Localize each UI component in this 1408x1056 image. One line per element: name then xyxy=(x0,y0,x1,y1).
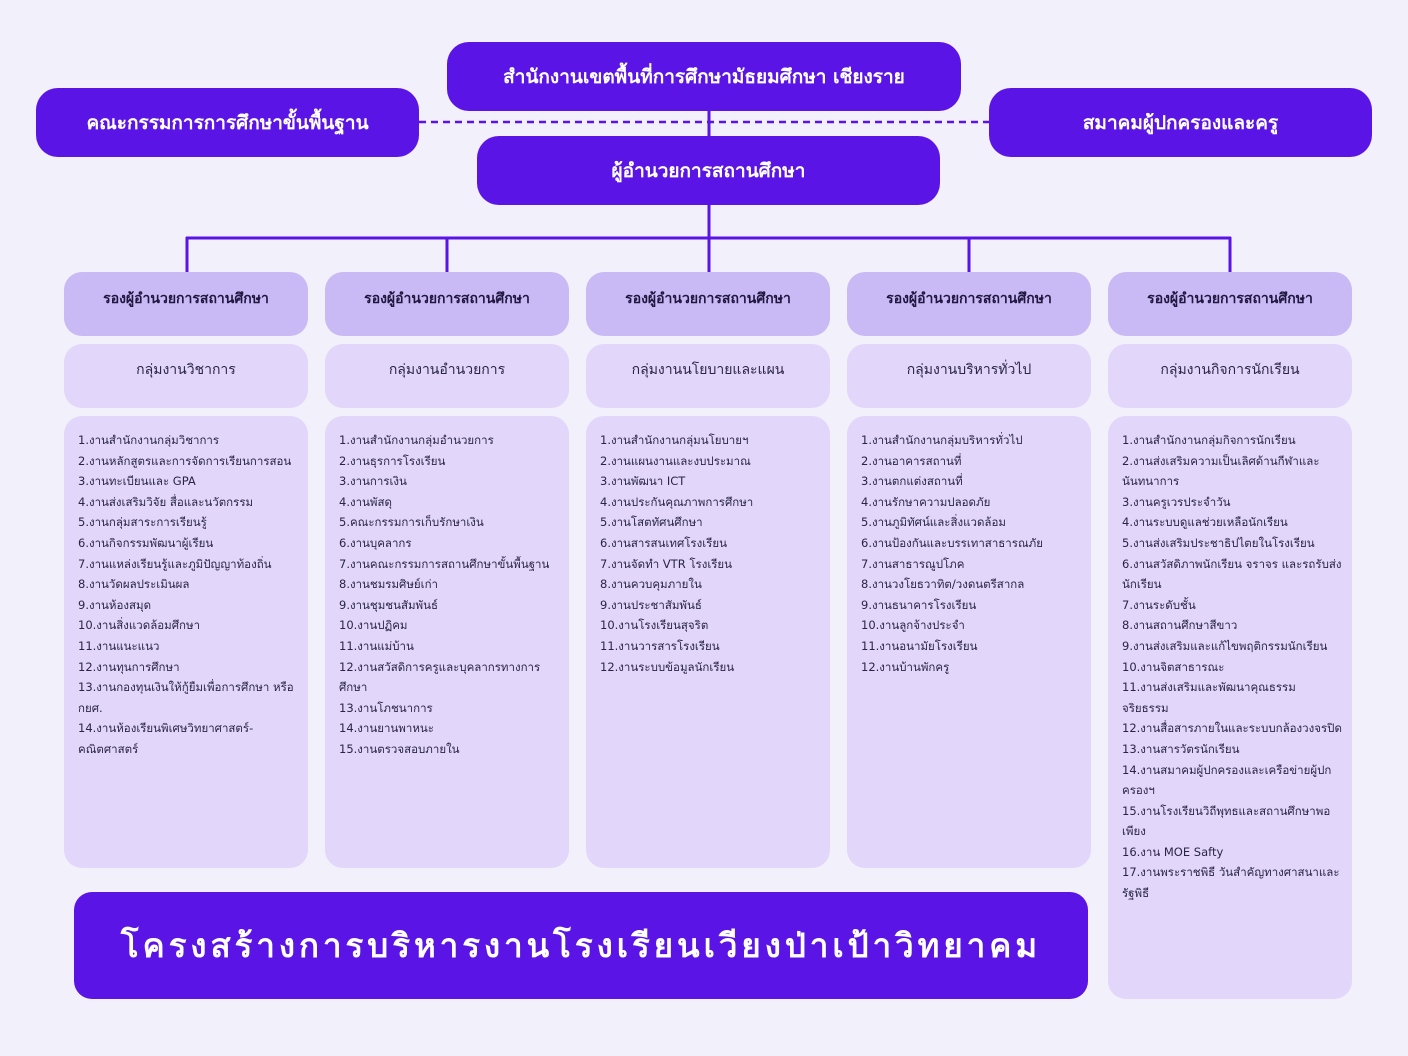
list-item: 2.งานธุรการโรงเรียน xyxy=(339,453,446,468)
list-item: 6.งานสารสนเทศโรงเรียน xyxy=(600,535,727,550)
group-box-general: กลุ่มงานบริหารทั่วไป xyxy=(847,344,1091,408)
group-box-academic: กลุ่มงานวิชาการ xyxy=(64,344,308,408)
list-item: 9.งานส่งเสริมและแก้ไขพฤติกรรมนักเรียน xyxy=(1122,638,1328,653)
list-item: 1.งานสำนักงานกลุ่มนโยบายฯ xyxy=(600,433,749,447)
list-item: 8.งานวงโยธวาทิต/วงดนตรีสากล xyxy=(861,577,1025,592)
parent-teacher-association-box: สมาคมผู้ปกครองและครู xyxy=(989,88,1372,157)
diagram-title-banner: โครงสร้างการบริหารงานโรงเรียนเวียงป่าเป้… xyxy=(74,892,1088,999)
list-item: 7.งานระดับชั้น xyxy=(1122,597,1196,612)
list-item: 8.งานวัดผลประเมินผล xyxy=(78,577,190,592)
list-item: 5.งานโสตทัศนศึกษา xyxy=(600,515,703,530)
list-item: 4.งานระบบดูแลช่วยเหลือนักเรียน xyxy=(1122,515,1288,530)
list-item: 3.งานครูเวรประจำวัน xyxy=(1122,494,1231,509)
list-item: 3.งานทะเบียนและ GPA xyxy=(78,474,196,489)
list-item: 1.งานสำนักงานกลุ่มอำนวยการ xyxy=(339,433,494,447)
list-item: 9.งานชุมชนสัมพันธ์ xyxy=(339,597,439,612)
deputy-director-box-general: รองผู้อำนวยการสถานศึกษา xyxy=(847,272,1091,336)
list-item: 13.งานโภชนาการ xyxy=(339,700,433,715)
education-area-office-box: สำนักงานเขตพื้นที่การศึกษามัธยมศึกษา เชี… xyxy=(447,42,961,111)
task-list-student-affairs: 1.งานสำนักงานกลุ่มกิจการนักเรียน 2.งานส่… xyxy=(1108,416,1352,999)
list-item: 4.งานส่งเสริมวิจัย สื่อและนวัตกรรม xyxy=(78,494,254,509)
list-item: 8.งานควบคุมภายใน xyxy=(600,577,702,592)
list-item: 11.งานวารสารโรงเรียน xyxy=(600,638,720,653)
list-item: 2.งานส่งเสริมความเป็นเลิศด้านกีฬาและนันท… xyxy=(1122,453,1320,489)
deputy-director-box-administration: รองผู้อำนวยการสถานศึกษา xyxy=(325,272,569,336)
list-item: 8.งานชมรมศิษย์เก่า xyxy=(339,577,439,592)
list-item: 13.งานกองทุนเงินให้กู้ยืมเพื่อการศึกษา ห… xyxy=(78,680,294,715)
task-list-general: 1.งานสำนักงานกลุ่มบริหารทั่วไป 2.งานอาคา… xyxy=(847,416,1091,868)
list-item: 9.งานธนาคารโรงเรียน xyxy=(861,597,977,612)
list-item: 10.งานสิ่งแวดล้อมศึกษา xyxy=(78,618,201,633)
task-list-policy: 1.งานสำนักงานกลุ่มนโยบายฯ 2.งานแผนงานและ… xyxy=(586,416,830,868)
deputy-director-box-policy: รองผู้อำนวยการสถานศึกษา xyxy=(586,272,830,336)
list-item: 12.งานทุนการศึกษา xyxy=(78,659,180,674)
list-item: 6.งานสวัสดิภาพนักเรียน จราจร และรถรับส่ง… xyxy=(1122,556,1342,592)
group-box-student-affairs: กลุ่มงานกิจการนักเรียน xyxy=(1108,344,1352,408)
list-item: 9.งานห้องสมุด xyxy=(78,597,152,612)
group-box-administration: กลุ่มงานอำนวยการ xyxy=(325,344,569,408)
list-item: 6.งานบุคลากร xyxy=(339,535,412,550)
list-item: 2.งานหลักสูตรและการจัดการเรียนการสอน xyxy=(78,453,292,468)
deputy-director-box-academic: รองผู้อำนวยการสถานศึกษา xyxy=(64,272,308,336)
list-item: 9.งานประชาสัมพันธ์ xyxy=(600,597,702,612)
list-item: 11.งานแนะแนว xyxy=(78,638,160,653)
list-item: 17.งานพระราชพิธี วันสำคัญทางศาสนาและรัฐพ… xyxy=(1122,865,1340,901)
deputy-director-box-student-affairs: รองผู้อำนวยการสถานศึกษา xyxy=(1108,272,1352,336)
list-item: 2.งานอาคารสถานที่ xyxy=(861,453,962,468)
list-item: 3.งานตกแต่งสถานที่ xyxy=(861,474,963,489)
list-item: 5.งานส่งเสริมประชาธิปไตยในโรงเรียน xyxy=(1122,535,1315,550)
list-item: 4.งานประกันคุณภาพการศึกษา xyxy=(600,494,754,509)
list-item: 1.งานสำนักงานกลุ่มกิจการนักเรียน xyxy=(1122,433,1296,447)
list-item: 7.งานคณะกรรมการสถานศึกษาขั้นพื้นฐาน xyxy=(339,556,550,571)
list-item: 14.งานห้องเรียนพิเศษวิทยาศาสตร์-คณิตศาสต… xyxy=(78,721,254,756)
list-item: 12.งานสวัสดิการครูและบุคลากรทางการศึกษา xyxy=(339,659,541,695)
list-item: 8.งานสถานศึกษาสีขาว xyxy=(1122,618,1238,633)
list-item: 11.งานอนามัยโรงเรียน xyxy=(861,638,978,653)
list-item: 7.งานจัดทำ VTR โรงเรียน xyxy=(600,556,733,571)
task-list-academic: 1.งานสำนักงานกลุ่มวิชาการ 2.งานหลักสูตรแ… xyxy=(64,416,308,868)
list-item: 16.งาน MOE Safty xyxy=(1122,844,1224,859)
list-item: 15.งานโรงเรียนวิถีพุทธและสถานศึกษาพอเพีย… xyxy=(1122,803,1331,839)
list-item: 10.งานจิตสาธารณะ xyxy=(1122,659,1225,674)
list-item: 7.งานแหล่งเรียนรู้และภูมิปัญญาท้องถิ่น xyxy=(78,556,272,571)
list-item: 7.งานสาธารณูปโภค xyxy=(861,556,965,571)
list-item: 5.งานภูมิทัศน์และสิ่งแวดล้อม xyxy=(861,515,1006,530)
list-item: 13.งานสารวัตรนักเรียน xyxy=(1122,741,1240,756)
list-item: 14.งานยานพาหนะ xyxy=(339,721,434,736)
list-item: 11.งานส่งเสริมและพัฒนาคุณธรรมจริยธรรม xyxy=(1122,680,1296,715)
list-item: 6.งานป้องกันและบรรเทาสาธารณภัย xyxy=(861,535,1043,550)
school-director-box: ผู้อำนวยการสถานศึกษา xyxy=(477,136,940,205)
list-item: 11.งานแม่บ้าน xyxy=(339,638,414,653)
basic-education-committee-box: คณะกรรมการการศึกษาขั้นพื้นฐาน xyxy=(36,88,419,157)
list-item: 10.งานลูกจ้างประจำ xyxy=(861,618,965,633)
list-item: 12.งานบ้านพักครู xyxy=(861,659,950,674)
list-item: 6.งานกิจกรรมพัฒนาผู้เรียน xyxy=(78,535,214,550)
list-item: 3.งานการเงิน xyxy=(339,474,407,489)
list-item: 5.คณะกรรมการเก็บรักษาเงิน xyxy=(339,515,484,530)
list-item: 1.งานสำนักงานกลุ่มวิชาการ xyxy=(78,433,220,447)
list-item: 12.งานสื่อสารภายในและระบบกล้องวงจรปิด xyxy=(1122,721,1342,736)
list-item: 10.งานปฏิคม xyxy=(339,618,408,633)
list-item: 10.งานโรงเรียนสุจริต xyxy=(600,618,709,633)
list-item: 15.งานตรวจสอบภายใน xyxy=(339,741,460,756)
task-list-administration: 1.งานสำนักงานกลุ่มอำนวยการ 2.งานธุรการโร… xyxy=(325,416,569,868)
list-item: 4.งานพัสดุ xyxy=(339,494,392,509)
list-item: 5.งานกลุ่มสาระการเรียนรู้ xyxy=(78,515,207,530)
list-item: 3.งานพัฒนา ICT xyxy=(600,474,686,489)
list-item: 1.งานสำนักงานกลุ่มบริหารทั่วไป xyxy=(861,433,1023,447)
list-item: 2.งานแผนงานและงบประมาณ xyxy=(600,453,751,468)
group-box-policy: กลุ่มงานนโยบายและแผน xyxy=(586,344,830,408)
list-item: 14.งานสมาคมผู้ปกครองและเครือข่ายผู้ปกครอ… xyxy=(1122,762,1332,798)
list-item: 4.งานรักษาความปลอดภัย xyxy=(861,494,991,509)
list-item: 12.งานระบบข้อมูลนักเรียน xyxy=(600,659,735,674)
